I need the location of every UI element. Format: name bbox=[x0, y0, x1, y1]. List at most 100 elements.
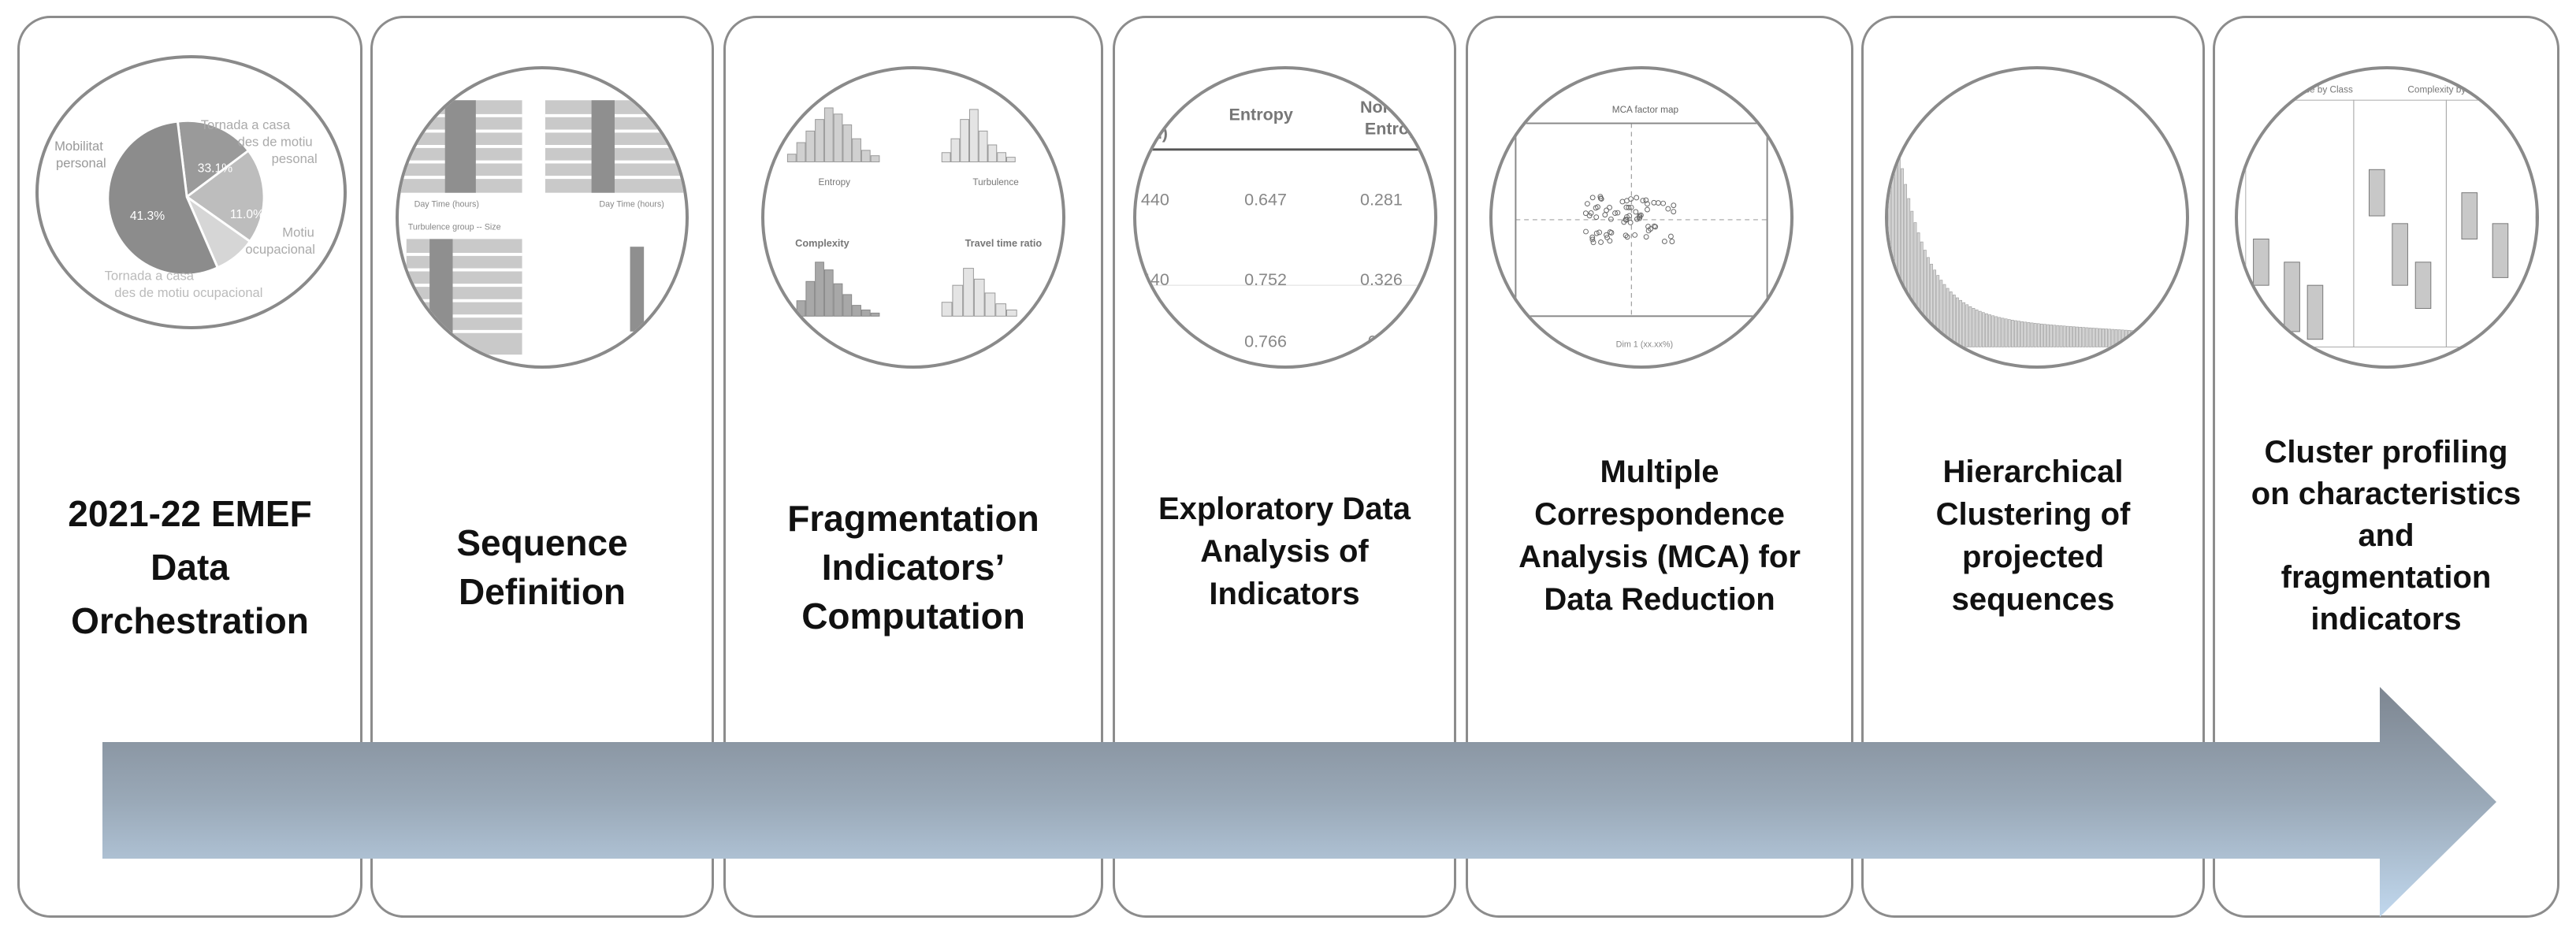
mca-svg: MCA factor map Dim 1 (xx.xx%) bbox=[1515, 105, 1768, 350]
inertia-bar bbox=[1985, 313, 1988, 347]
histogram-bar bbox=[987, 144, 998, 162]
pie-pct-1: 33.1% bbox=[198, 162, 232, 176]
inertia-bar bbox=[2091, 328, 2095, 347]
mca-point bbox=[1640, 198, 1646, 204]
histogram-bar bbox=[963, 268, 974, 317]
inertia-bar bbox=[1972, 308, 1976, 347]
inertia-bar bbox=[2098, 328, 2102, 347]
mca-point bbox=[1651, 223, 1657, 229]
histogram-bar bbox=[960, 119, 969, 162]
pie-label-c: Motiu bbox=[282, 225, 314, 240]
mca-point bbox=[1623, 217, 1629, 223]
mca-point bbox=[1597, 229, 1602, 236]
mca-point bbox=[1655, 200, 1661, 206]
mca-point bbox=[1671, 209, 1677, 215]
mca-point bbox=[1637, 212, 1644, 218]
hist-title-3: Complexity bbox=[795, 237, 849, 249]
title-line: Definition bbox=[458, 571, 626, 612]
inertia-bar bbox=[1952, 295, 1956, 347]
mca-point bbox=[1671, 202, 1677, 209]
inertia-bar bbox=[2114, 329, 2118, 347]
inertia-bar bbox=[1965, 304, 1969, 347]
table-r3c1: 0.766 bbox=[1244, 332, 1287, 351]
table-r2c1: 0.752 bbox=[1244, 270, 1287, 289]
table-svg: n) Entropy Norm Entrop 440 0.647 0.281 4… bbox=[1136, 98, 1434, 351]
mca-point bbox=[1612, 210, 1618, 216]
histogram-bar bbox=[941, 152, 951, 162]
inertia-bar bbox=[2062, 325, 2066, 347]
inertia-bar bbox=[2020, 321, 2024, 347]
table-r1c0: 440 bbox=[1141, 190, 1169, 209]
sequence-axis-1: Day Time (hours) bbox=[414, 199, 479, 209]
mca-point bbox=[1645, 201, 1650, 207]
inertia-bar bbox=[2069, 326, 2072, 347]
inertia-bar bbox=[2076, 326, 2079, 347]
mca-point bbox=[1624, 234, 1630, 240]
inertia-bar bbox=[2065, 325, 2069, 347]
histogram-bar bbox=[950, 138, 961, 162]
hist-title-4: Travel time ratio bbox=[965, 237, 1043, 249]
mca-point bbox=[1597, 194, 1604, 200]
inertia-bar bbox=[2014, 320, 2017, 347]
mca-point bbox=[1607, 238, 1613, 244]
title-line: Cluster profiling bbox=[2264, 434, 2508, 470]
histogram-bar bbox=[833, 283, 843, 317]
mca-point bbox=[1651, 199, 1657, 206]
histogram-bar bbox=[796, 142, 806, 162]
boxplot-thumbnail: Turbulence by Class Complexity by bbox=[2235, 66, 2539, 369]
inertia-bar bbox=[2050, 325, 2054, 347]
histogram-thumbnail: Entropy Turbulence Complexity Travel tim… bbox=[761, 66, 1065, 369]
mca-point bbox=[1602, 212, 1608, 218]
title-line: indicators bbox=[2310, 601, 2462, 637]
mca-point bbox=[1628, 196, 1634, 202]
inertia-bar bbox=[1988, 314, 1991, 347]
mca-point bbox=[1590, 239, 1597, 246]
table-col-1: Entropy bbox=[1229, 106, 1293, 124]
histogram-bar bbox=[978, 130, 988, 162]
histogram-bar bbox=[1005, 310, 1017, 317]
pie-label-a2: personal bbox=[56, 156, 106, 171]
sequence-axis-2: Day Time (hours) bbox=[599, 199, 664, 209]
mca-point bbox=[1665, 206, 1671, 212]
histogram-bar bbox=[968, 109, 979, 162]
histogram-bar bbox=[852, 138, 861, 162]
pie-label-c2: ocupacional bbox=[245, 242, 315, 257]
mca-point bbox=[1607, 229, 1613, 236]
title-line: Hierarchical bbox=[1942, 455, 2124, 489]
histogram-bar bbox=[842, 294, 853, 317]
histogram-bar bbox=[796, 300, 806, 317]
pie-label-b3: pesonal bbox=[272, 151, 318, 166]
inertia-bar bbox=[2033, 323, 2037, 347]
histogram-bar bbox=[984, 292, 996, 317]
inertia-bar bbox=[2105, 328, 2108, 347]
inertia-thumbnail bbox=[1885, 66, 2189, 369]
mca-point bbox=[1595, 204, 1600, 210]
mca-point bbox=[1589, 195, 1596, 201]
inertia-bar bbox=[2043, 324, 2046, 347]
inertia-bar bbox=[2056, 325, 2060, 347]
mca-point bbox=[1637, 215, 1642, 221]
mca-xlabel: Dim 1 (xx.xx%) bbox=[1616, 340, 1673, 350]
inertia-bar bbox=[2027, 322, 2031, 347]
histogram-bar bbox=[852, 305, 861, 317]
inertia-bar bbox=[2017, 321, 2020, 347]
histogram-bar bbox=[823, 269, 834, 317]
title-line: Correspondence bbox=[1534, 497, 1785, 532]
inertia-bar bbox=[2072, 326, 2076, 347]
inertia-bar bbox=[1998, 317, 2002, 347]
sequence-plot-svg: Day Time (hours) Day Time (hours) Turbul… bbox=[399, 100, 686, 355]
pie-label-a: Mobilitat bbox=[54, 139, 103, 154]
histogram-bar bbox=[842, 124, 853, 162]
title-line: projected bbox=[1961, 540, 2105, 574]
mca-point bbox=[1624, 213, 1630, 220]
title-line: on characteristics bbox=[2251, 476, 2522, 511]
title-line: Data bbox=[151, 547, 229, 588]
inertia-bar bbox=[1978, 310, 1982, 347]
inertia-bar bbox=[2108, 328, 2112, 347]
title-line: Fragmentation bbox=[787, 498, 1039, 539]
title-line: Exploratory Data bbox=[1158, 492, 1411, 526]
step-title-7: Cluster profiling on characteristics and… bbox=[2217, 394, 2555, 677]
step-title-3: Fragmentation Indicators’ Computation bbox=[730, 425, 1097, 709]
table-thumbnail: n) Entropy Norm Entrop 440 0.647 0.281 4… bbox=[1133, 66, 1437, 369]
histogram-svg: Entropy Turbulence Complexity Travel tim… bbox=[786, 107, 1043, 317]
